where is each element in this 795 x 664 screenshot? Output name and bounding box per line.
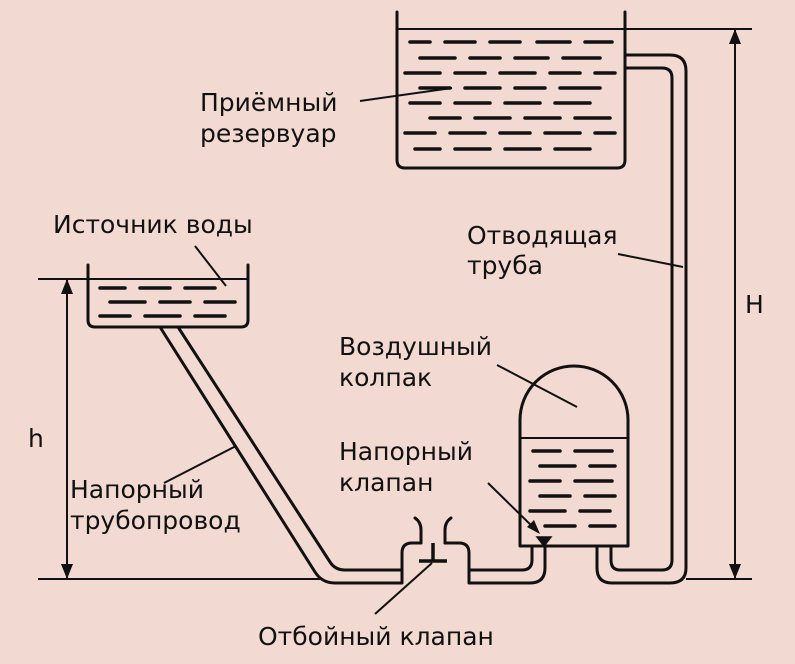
label-pressure-valve-line2: клапан [339,468,433,497]
receiving-tank-water [403,40,617,151]
label-air-cap-line2: колпак [339,363,432,392]
label-height-h: h [28,424,44,453]
label-waste-valve: Отбойный клапан [258,622,494,651]
label-pressure-valve-line1: Напорный [339,437,473,466]
label-outlet-pipe-line2: труба [467,251,543,280]
label-height-H: H [745,290,764,319]
label-air-cap-line1: Воздушный [339,332,492,361]
air-cap-vessel [518,364,630,548]
outlet-pipe [595,53,688,585]
leader-waste-valve [374,562,433,615]
leader-water-source [194,245,227,287]
label-outlet-pipe-line1: Отводящая [467,221,618,250]
leader-air-cap [496,364,578,408]
label-pressure-pipeline-line1: Напорный [70,475,204,504]
pressure-valve-icon [535,536,553,548]
water-source-water [98,286,237,318]
leader-pressure-pipeline [163,445,237,484]
waste-valve [413,516,453,563]
height-h-dimension [61,279,73,579]
label-receiving-tank-line1: Приёмный [200,88,338,117]
leader-outlet-pipe [617,253,684,268]
water-source-tank [38,263,250,329]
label-pressure-pipeline-line2: трубопровод [70,506,241,535]
receiving-tank [395,10,627,170]
pressure-valve-arrowhead [527,520,540,534]
air-cap-water [528,449,617,528]
leader-receiving-tank [359,87,453,102]
label-receiving-tank-line2: резервуар [200,119,337,148]
height-H-dimension [729,29,741,579]
leader-pressure-valve [487,482,539,533]
label-water-source: Источник воды [53,210,253,239]
pressure-pipeline [158,325,547,585]
